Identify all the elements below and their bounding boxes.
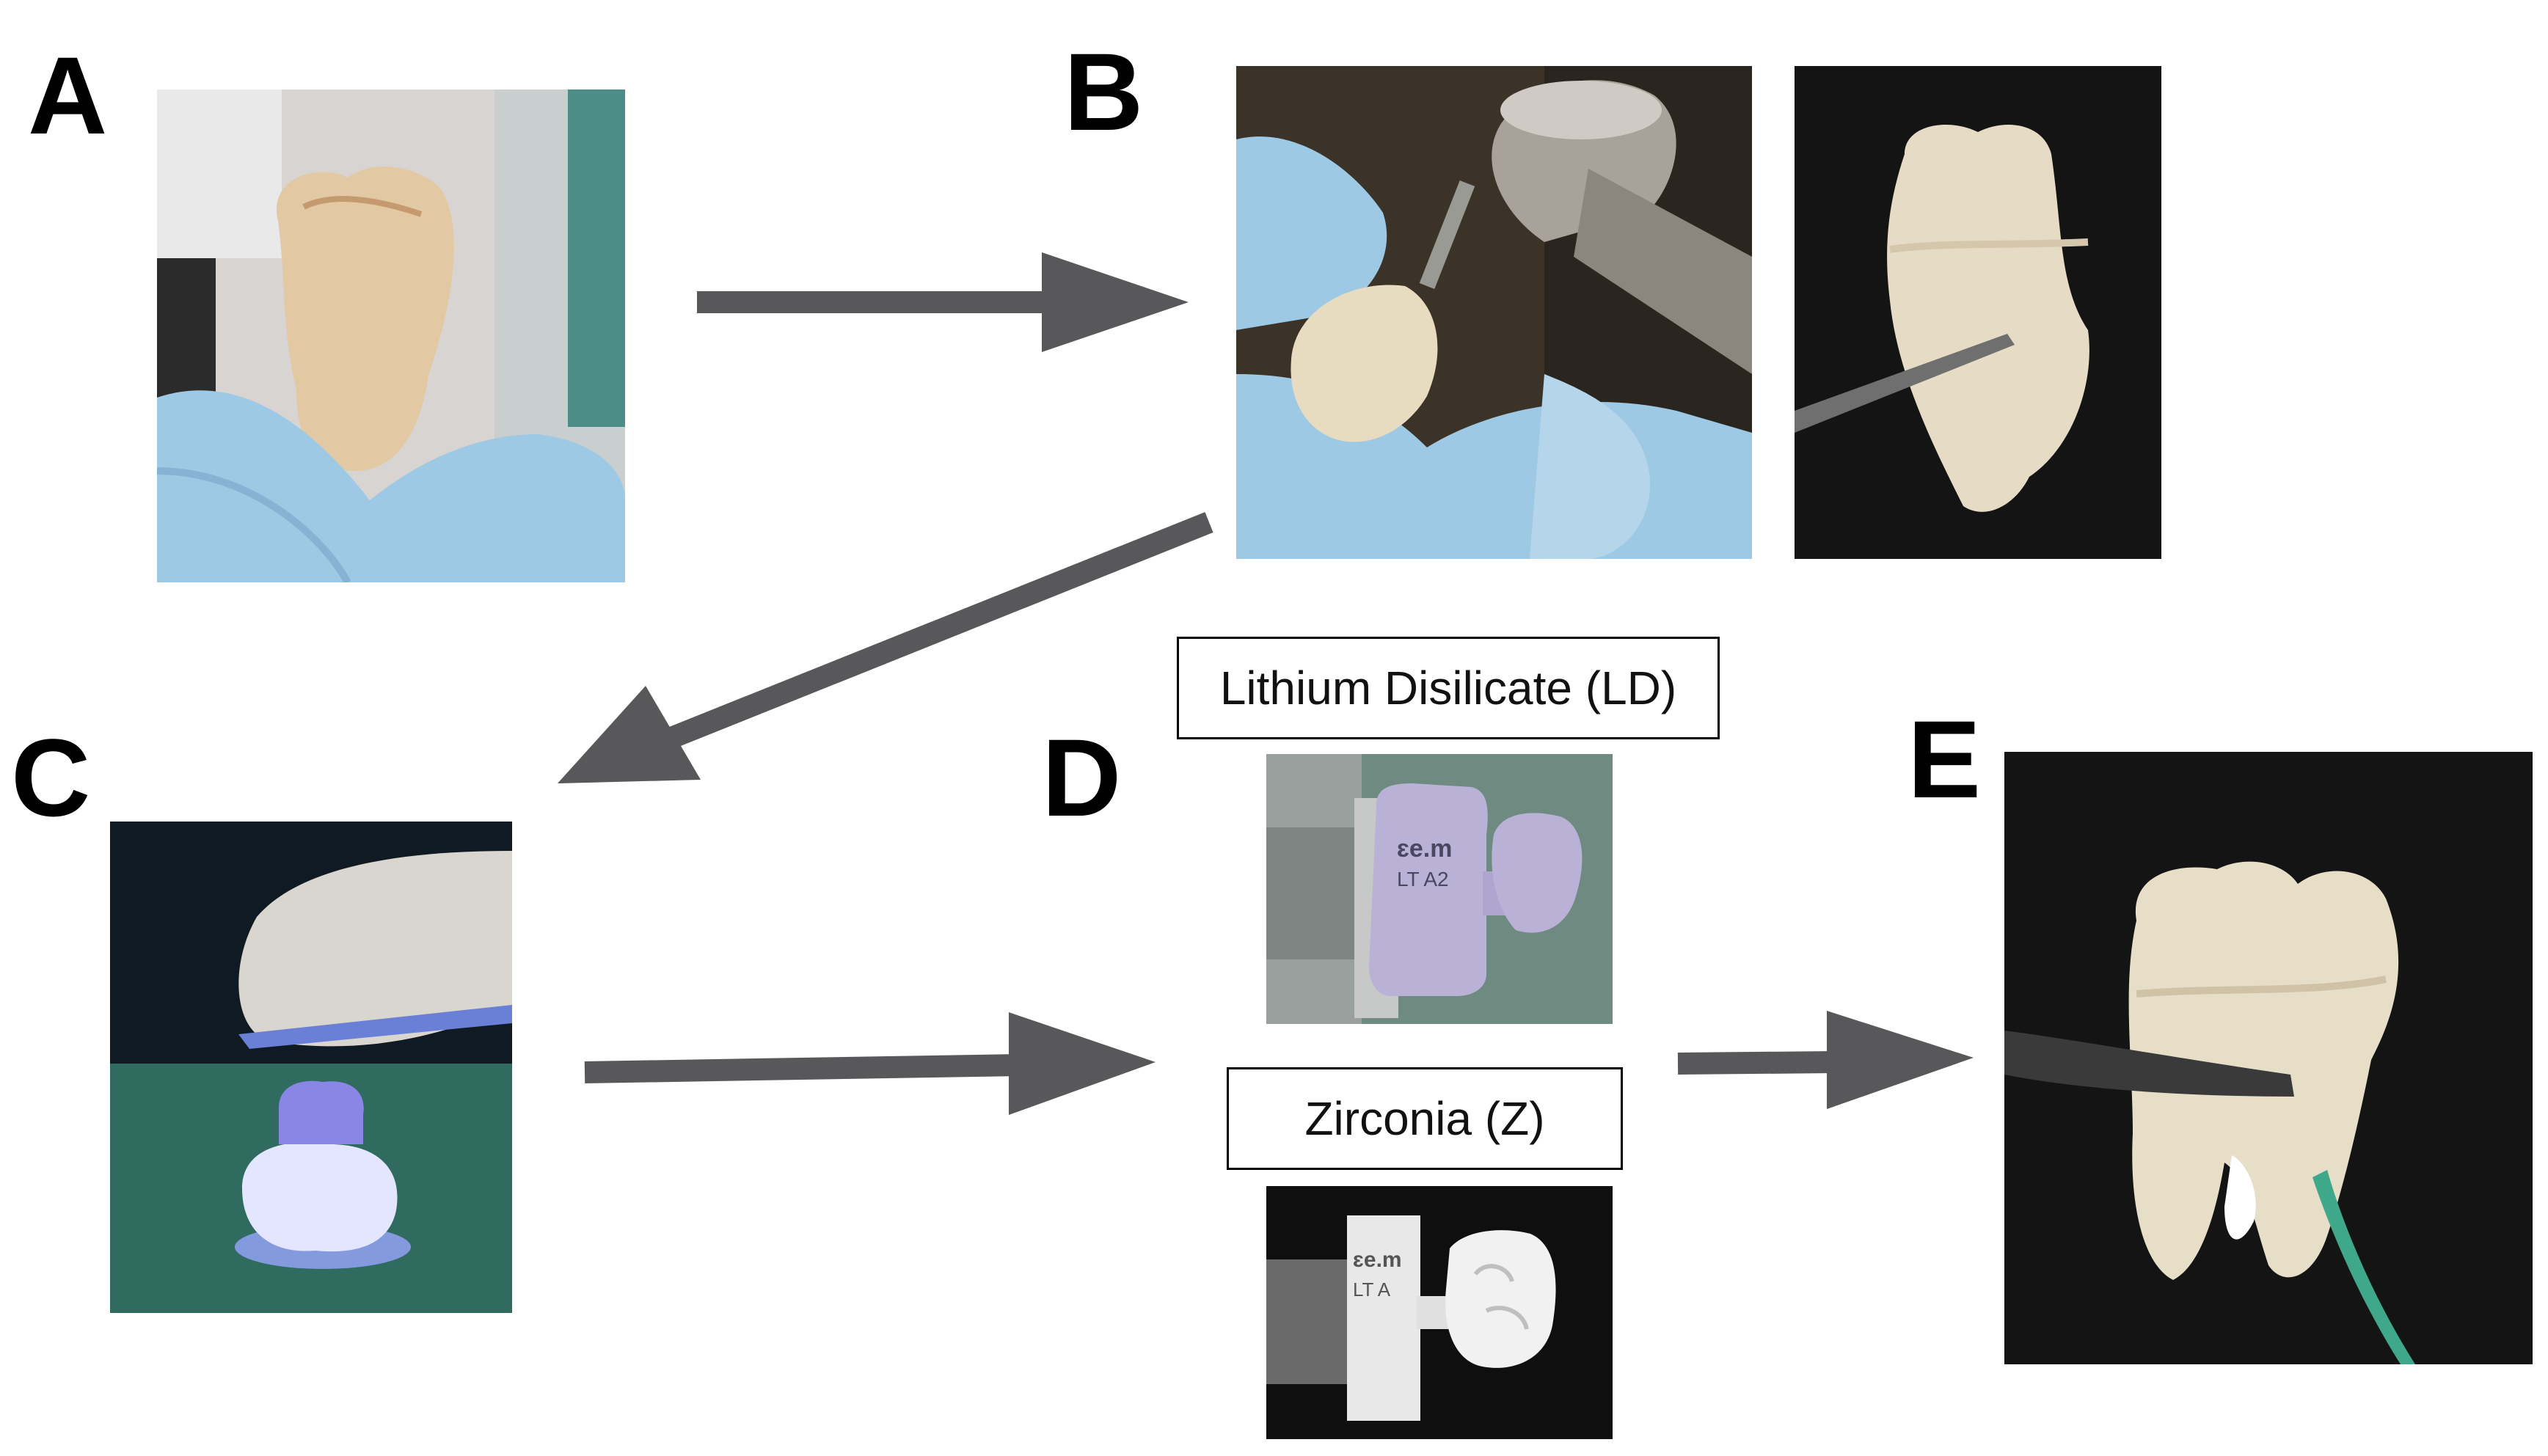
arrow-d-to-e <box>1677 1011 1974 1109</box>
photo-tooth-in-gloved-hand <box>157 89 625 582</box>
z-block-marking-line1: ɛe.m <box>1353 1248 1402 1272</box>
panel-letter-a: A <box>28 34 108 157</box>
panel-letter-b: B <box>1064 30 1144 153</box>
ld-block-marking-line1: ɛe.m <box>1397 835 1453 863</box>
photo-prepared-tooth-tweezers <box>1795 66 2161 559</box>
label-lithium-disilicate: Lithium Disilicate (LD) <box>1177 637 1720 739</box>
arrow-c-to-d <box>584 1012 1156 1115</box>
photo-zirconia-block: ɛe.m LT A <box>1266 1186 1613 1439</box>
arrow-a-to-b <box>697 252 1189 352</box>
z-block-marking-line2: LT A <box>1353 1278 1391 1300</box>
photo-tooth-preparation-handpiece <box>1236 66 1752 559</box>
photo-intraoral-scan <box>110 822 512 1313</box>
ld-block-marking-line2: LT A2 <box>1397 868 1449 890</box>
photo-restored-tooth <box>2004 752 2533 1364</box>
panel-letter-e: E <box>1908 698 1982 821</box>
panel-letter-d: D <box>1042 716 1122 839</box>
panel-letter-c: C <box>11 716 91 839</box>
label-zirconia: Zirconia (Z) <box>1227 1067 1623 1170</box>
photo-lithium-disilicate-block: ɛe.m LT A2 <box>1266 754 1613 1024</box>
